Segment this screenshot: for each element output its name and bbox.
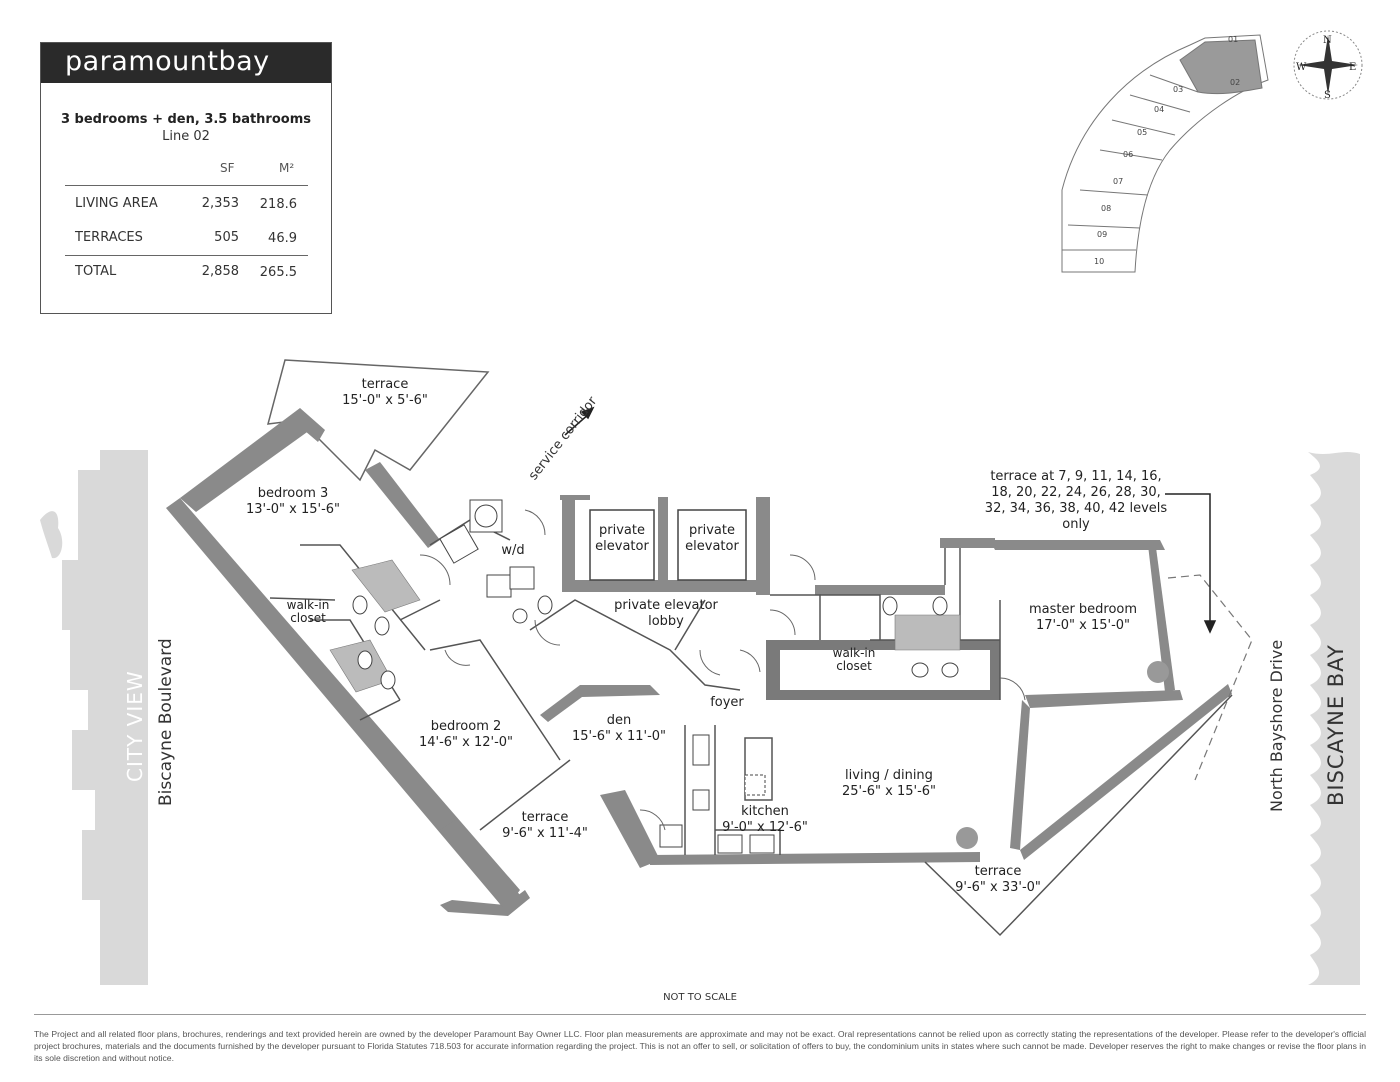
compass-w: W [1296, 62, 1307, 73]
foyer-label: foyer [710, 695, 744, 710]
brand-logo: paramountbay [65, 46, 270, 77]
den-label: den 15'-6" x 11'-0" [572, 713, 666, 745]
terrace-levels-note: terrace at 7, 9, 11, 14, 16, 18, 20, 22,… [984, 469, 1168, 532]
room-dimensions: 9'-6" x 33'-0" [955, 880, 1041, 895]
private-elevator-2-label: private elevator [685, 523, 739, 554]
plumbing-fixtures [352, 499, 959, 854]
room-dimensions: 9'-0" x 12'-6" [722, 820, 808, 835]
row-sf: 2,858 [201, 264, 239, 279]
direction-arrows [564, 406, 1217, 634]
walkin-closet-1-label: walk-in closet [286, 598, 330, 625]
row-label: LIVING AREA [75, 196, 158, 211]
north-bayshore-label: North Bayshore Drive [1267, 639, 1286, 812]
room-name: terrace [974, 864, 1022, 879]
master-bedroom-label: master bedroom 17'-0" x 15'-0" [1029, 602, 1137, 634]
not-to-scale-note: NOT TO SCALE [663, 992, 737, 1003]
key-unit-label: 05 [1137, 128, 1147, 137]
key-unit-label: 02 [1230, 78, 1240, 87]
biscayne-boulevard-label: Biscayne Boulevard [156, 638, 176, 806]
room-name: terrace [361, 377, 409, 392]
brand-bar: paramountbay [41, 43, 331, 83]
exterior-walls [166, 408, 1232, 916]
compass-rose-icon: N S E W [1293, 30, 1363, 101]
key-plan-unit-labels: 01 02 03 04 05 06 07 08 09 10 [1094, 35, 1240, 266]
compass-e: E [1349, 62, 1356, 73]
key-unit-label: 09 [1097, 230, 1107, 239]
bedroom3-label: bedroom 3 13'-0" x 15'-6" [246, 486, 340, 518]
kitchen-label: kitchen 9'-0" x 12'-6" [722, 804, 808, 836]
door-swings [419, 509, 1026, 831]
room-name: kitchen [741, 804, 789, 819]
legal-disclaimer: The Project and all related floor plans,… [34, 1029, 1366, 1063]
room-dimensions: 17'-0" x 15'-0" [1035, 618, 1131, 633]
room-dimensions: 9'-6" x 11'-4" [502, 826, 588, 841]
building-key-plan [1061, 34, 1269, 273]
key-unit-label: 04 [1154, 105, 1164, 114]
highlighted-unit [1179, 39, 1263, 95]
row-label: TOTAL [75, 264, 117, 279]
bedroom2-label: bedroom 2 14'-6" x 12'-0" [419, 719, 513, 751]
compass-n: N [1323, 35, 1332, 46]
room-dimensions: 15'-0" x 5'-6" [342, 393, 428, 408]
unit-line: Line 02 [162, 129, 210, 144]
terrace-top [266, 359, 490, 482]
key-unit-label: 03 [1173, 85, 1183, 94]
living-dining-label: living / dining 25'-6" x 15'-6" [842, 768, 936, 800]
footer-divider [34, 1014, 1366, 1015]
city-view-label: CITY VIEW [123, 670, 147, 782]
interior-walls [269, 519, 1001, 855]
row-label: TERRACES [75, 230, 143, 245]
room-name: terrace [521, 810, 569, 825]
compass-s: S [1324, 90, 1331, 101]
biscayne-bay-label: BISCAYNE BAY [1324, 644, 1348, 806]
terrace-bedroom2-label: terrace 9'-6" x 11'-4" [502, 810, 588, 842]
room-name: bedroom 2 [430, 719, 502, 734]
header-m2: M² [279, 161, 295, 175]
wd-label: w/d [501, 543, 525, 558]
key-unit-label: 10 [1094, 257, 1104, 266]
room-dimensions: 13'-0" x 15'-6" [245, 502, 341, 517]
city-skyline-graphic [40, 450, 148, 985]
table-rule [65, 255, 308, 256]
terrace-top-label: terrace 15'-0" x 5'-6" [342, 377, 428, 409]
room-name: bedroom 3 [257, 486, 329, 501]
room-dimensions: 15'-6" x 11'-0" [571, 729, 667, 744]
optional-terrace-outline [1167, 574, 1253, 781]
private-elevator-1-label: private elevator [595, 523, 649, 554]
room-name: den [606, 713, 632, 728]
header-sf: SF [220, 161, 235, 175]
key-unit-label: 06 [1123, 150, 1133, 159]
unit-info-box: paramountbay 3 bedrooms + den, 3.5 bathr… [40, 42, 332, 314]
terrace-living-label: terrace 9'-6" x 33'-0" [955, 864, 1041, 896]
structural-columns [956, 661, 1169, 849]
elevator-shafts [589, 509, 747, 581]
row-m2: 218.6 [259, 197, 297, 212]
room-name: living / dining [845, 768, 933, 783]
unit-type: 3 bedrooms + den, 3.5 bathrooms [60, 112, 311, 127]
walkin-closet-2-label: walk-in closet [832, 646, 876, 673]
row-m2: 265.5 [259, 265, 297, 280]
elevator-lobby-label: private elevator lobby [614, 598, 718, 629]
room-dimensions: 14'-6" x 12'-0" [418, 735, 514, 750]
bay-water-graphic [1308, 452, 1360, 985]
row-sf: 505 [214, 230, 239, 245]
key-unit-label: 08 [1101, 204, 1111, 213]
room-name: master bedroom [1028, 602, 1138, 617]
key-unit-label: 01 [1228, 35, 1238, 44]
key-unit-label: 07 [1113, 177, 1123, 186]
table-rule [65, 185, 308, 186]
terrace-living-outline [924, 694, 1233, 937]
row-sf: 2,353 [201, 196, 239, 211]
room-dimensions: 25'-6" x 15'-6" [841, 784, 937, 799]
row-m2: 46.9 [268, 231, 297, 246]
